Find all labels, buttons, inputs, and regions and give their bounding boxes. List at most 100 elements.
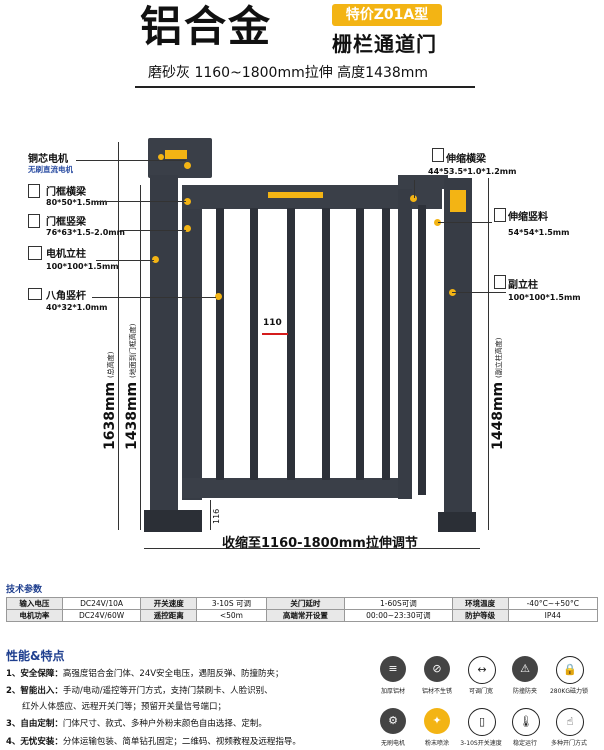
dim-ground-height: 1438mm [124,381,140,450]
table-row: 输入电压 DC24V/10A 开关速度 3-10S 可调 关门延时 1-60S可… [6,597,599,610]
feature-label: 3、自由定制： [6,719,63,729]
table-cell: 1-60S可调 [344,597,453,610]
table-cell: 开关速度 [140,597,198,610]
telescopic-vertical-icon [494,208,506,222]
callout-dot [215,293,222,300]
table-cell: IP44 [507,609,599,622]
frame-beam-icon [28,184,40,198]
no-rust-icon: ⊘ [424,656,450,682]
label-motor-post-sub: 100*100*1.5mm [46,262,119,271]
feature-icon-caption: 稳定运行 [512,740,537,747]
feature-icon-caption: 多种开门方式 [550,740,587,747]
label-telescopic-beam-sub: 44*53.5*1.0*1.2mm [428,167,517,176]
label-frame-beam: 门框横梁 [46,187,86,198]
table-row: 电机功率 DC24V/60W 遥控距离 <50m 高端常开设置 00:00~23… [6,609,599,622]
telescopic-bar [418,205,426,495]
dim-line-width [144,548,480,549]
leader-frame-beam [96,201,186,202]
motor-post [150,175,178,515]
door-icon: ▯ [468,708,496,736]
table-cell: 高端常开设置 [265,609,346,622]
label-motor: 铜芯电机 [28,154,68,165]
leader-telescopic-vertical [438,222,492,223]
telescopic-top-beam [398,175,448,189]
callout-dot [410,195,417,202]
table-cell: 3-10S 可调 [196,597,267,610]
thermometer-icon: 🌡 [512,708,540,736]
table-cell: DC24V/60W [61,609,142,622]
sub-post-icon [494,275,506,289]
callout-dot [434,219,441,226]
callout-dot [152,256,159,263]
label-motor-post: 电机立柱 [46,249,86,260]
label-frame-vertical: 门框竖梁 [46,217,86,228]
label-telescopic-vertical-sub: 54*54*1.5mm [508,228,570,237]
table-cell: 电机功率 [6,609,63,622]
callout-dot [184,198,191,205]
feature-text: 红外人体感应、远程开关门等；预留开关量信号端口； [22,702,227,712]
powder-icon: ✦ [424,708,450,734]
table-cell: 00:00~23:30可调 [344,609,453,622]
feature-label: 4、无忧安装： [6,737,63,747]
motor-post-base [144,510,202,532]
table-cell: 环境温度 [451,597,509,610]
feature-icon-caption: 3-10S开关速度 [460,740,502,747]
feature-text: 分体运输包装、简单钻孔固定；二维码、视频教程及远程指导。 [62,737,301,747]
lock-icon: 🔒 [556,656,584,684]
hand-icon: ☝ [556,708,584,736]
feature-text: 门体尺寸、款式、多种户外粉末颜色自由选择、定制。 [62,719,267,729]
dim-sub-post-note: (副立柱高度) [495,337,503,378]
label-sub-post-sub: 100*100*1.5mm [508,293,581,302]
anti-collision-icon: ⚠ [512,656,538,682]
sub-post-base [438,512,476,532]
dim-total-height-note: (总高度) [107,351,115,378]
callout-dot [184,225,191,232]
feature-icon-caption: 加厚铝材 [380,688,405,695]
leader-motor-post [96,260,154,261]
callout-dot [184,162,191,169]
table-cell: 关门延时 [265,597,346,610]
dim-line-ground [140,185,141,530]
spec-divider [135,86,475,88]
feature-label: 1、安全保障： [6,669,63,679]
feature-text: 高强度铝合金门体、24V安全电压，遇阻反弹、防撞防夹； [62,669,284,679]
product-title: 铝合金 [140,2,273,51]
dim-total-height: 1638mm [102,381,118,450]
motor-post-icon [28,246,42,260]
frame-vertical-icon [28,214,40,228]
fence-bar [382,208,390,480]
dim-line-bottom [210,500,211,530]
label-frame-beam-sub: 80*50*1.5mm [46,198,108,207]
dim-ground-height-note: (地面到门框高度) [129,323,137,378]
product-spec: 磨砂灰 1160~1800mm拉伸 高度1438mm [148,65,429,81]
table-cell: -40°C~+50°C [507,597,599,610]
layers-icon: ≡ [380,656,406,682]
octagon-bar-icon [28,288,42,300]
feature-icon-caption: 粉末喷涂 [424,740,449,747]
feature-line: 3、自由定制：门体尺寸、款式、多种户外粉末颜色自由选择、定制。 [6,717,267,729]
frame-bottom-rail [182,478,404,498]
feature-icon-caption: 280KG磁力锁 [549,688,589,695]
feature-label: 2、智能出入： [6,686,63,696]
table-cell: 防护等级 [451,609,509,622]
feature-text: 手动/电动/遥控等开门方式，支持门禁刷卡、人脸识别、 [62,686,273,696]
telescopic-beam-icon [432,148,444,162]
leader-frame-vertical [120,230,186,231]
fence-bar [356,208,364,480]
dim-line-sub [488,178,489,530]
motor-icon: ⚙ [380,708,406,734]
dim-sub-post-height: 1448mm [490,381,506,450]
spec-table: 输入电压 DC24V/10A 开关速度 3-10S 可调 关门延时 1-60S可… [6,597,599,622]
gate-illustration: 110 [118,138,489,549]
dim-bottom-gap: 116 [212,508,221,524]
label-telescopic-beam: 伸缩横梁 [446,154,486,165]
leader-telescopic-beam [414,180,415,198]
label-octagon-bar: 八角竖杆 [46,291,86,302]
feature-line: 4、无忧安装：分体运输包装、简单钻孔固定；二维码、视频教程及远程指导。 [6,735,301,747]
frame-vertical-left [182,185,202,500]
dim-line-total [118,142,119,530]
telescopic-vertical [398,189,412,499]
label-sub-post: 副立柱 [508,280,538,291]
label-octagon-bar-sub: 40*32*1.0mm [46,303,108,312]
label-frame-vertical-sub: 76*63*1.5-2.0mm [46,228,125,237]
